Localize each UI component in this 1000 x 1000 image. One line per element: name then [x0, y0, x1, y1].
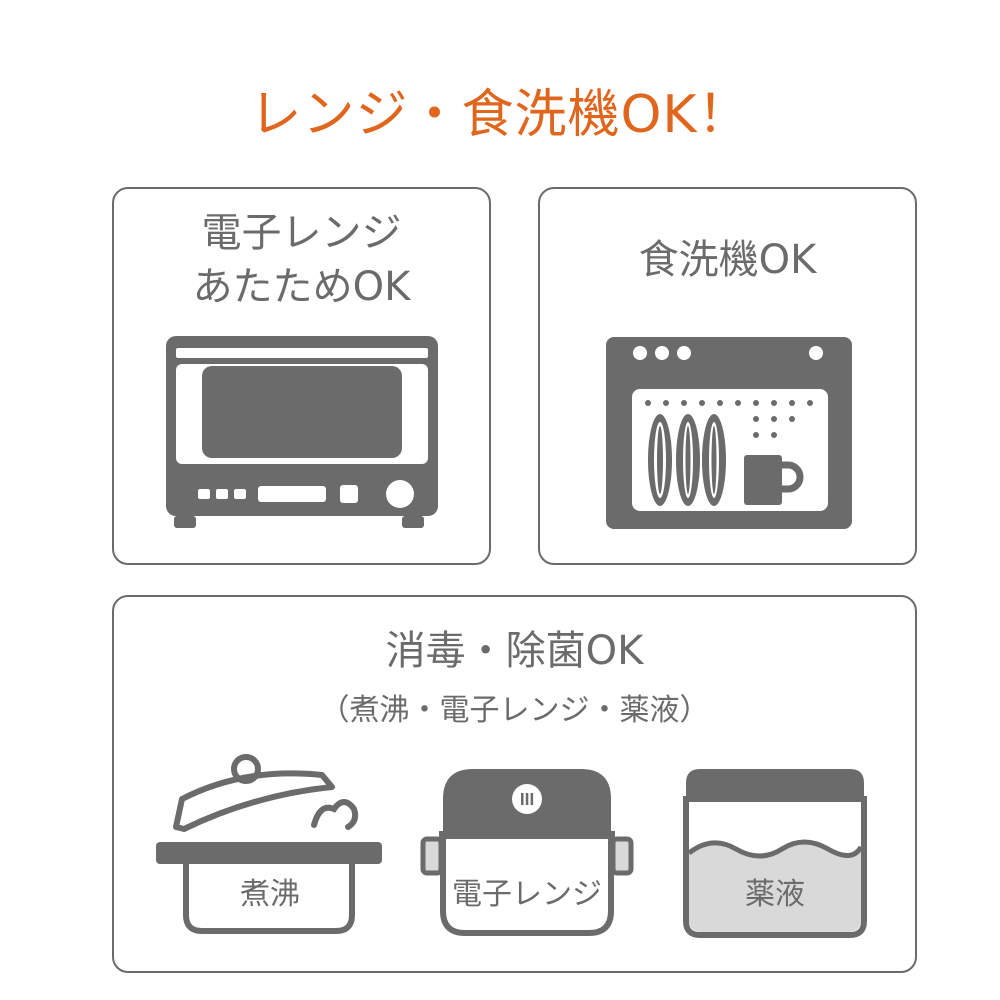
- dishwasher-title: 食洗機OK: [638, 237, 817, 283]
- sterilize-subtitle: （煮沸・電子レンジ・薬液）: [319, 693, 710, 728]
- dishwasher-card: 食洗機OK: [538, 187, 917, 565]
- method-label-chemical: 薬液: [745, 877, 805, 912]
- sterilize-card: 消毒・除菌OK （煮沸・電子レンジ・薬液） 煮沸 電子レンジ 薬液: [112, 595, 917, 973]
- microwave-oven-icon: [166, 336, 438, 528]
- microwave-title-line1: 電子レンジ: [201, 210, 402, 256]
- dishwasher-icon: [606, 337, 852, 529]
- microwave-card: 電子レンジ あたためOK: [112, 187, 491, 565]
- chemical-solution-icon: [683, 769, 867, 938]
- method-label-boiling: 煮沸: [240, 877, 300, 912]
- microwave-title-line2: あたためOK: [192, 264, 411, 310]
- sterilize-title: 消毒・除菌OK: [385, 628, 644, 674]
- method-label-microwave: 電子レンジ: [452, 877, 602, 912]
- microwave-container-icon: [420, 769, 634, 936]
- boiling-pot-icon: [156, 754, 382, 934]
- headline: レンジ・食洗機OK！: [249, 85, 751, 145]
